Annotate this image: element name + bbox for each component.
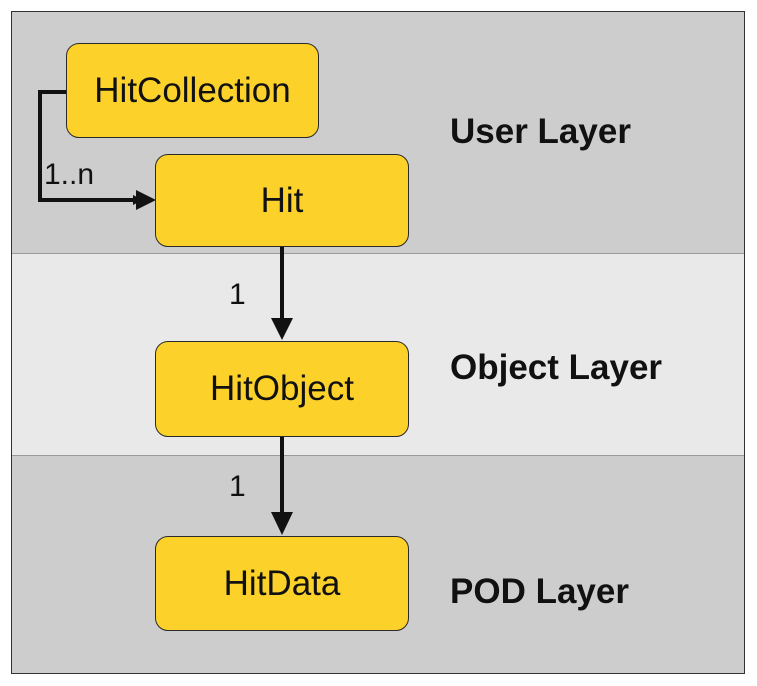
object-layer-label: Object Layer	[450, 348, 663, 387]
hit-to-object-multiplicity: 1	[229, 278, 246, 311]
hit-node-label: Hit	[260, 180, 304, 220]
user-layer-label: User Layer	[450, 112, 631, 151]
hitobject-node-label: HitObject	[210, 369, 354, 408]
pod-layer-label: POD Layer	[450, 572, 629, 611]
layer-diagram: User Layer Object Layer POD Layer	[11, 11, 745, 674]
collection-to-hit-multiplicity: 1..n	[44, 158, 95, 191]
hitcollection-node-label: HitCollection	[94, 70, 291, 110]
hitdata-node-label: HitData	[223, 563, 341, 603]
hitdata-node[interactable]: HitData	[155, 536, 409, 631]
object-to-data-multiplicity: 1	[229, 470, 246, 503]
hit-node[interactable]: Hit	[155, 154, 409, 247]
hitcollection-node[interactable]: HitCollection	[66, 43, 319, 138]
hitobject-node[interactable]: HitObject	[155, 341, 409, 437]
